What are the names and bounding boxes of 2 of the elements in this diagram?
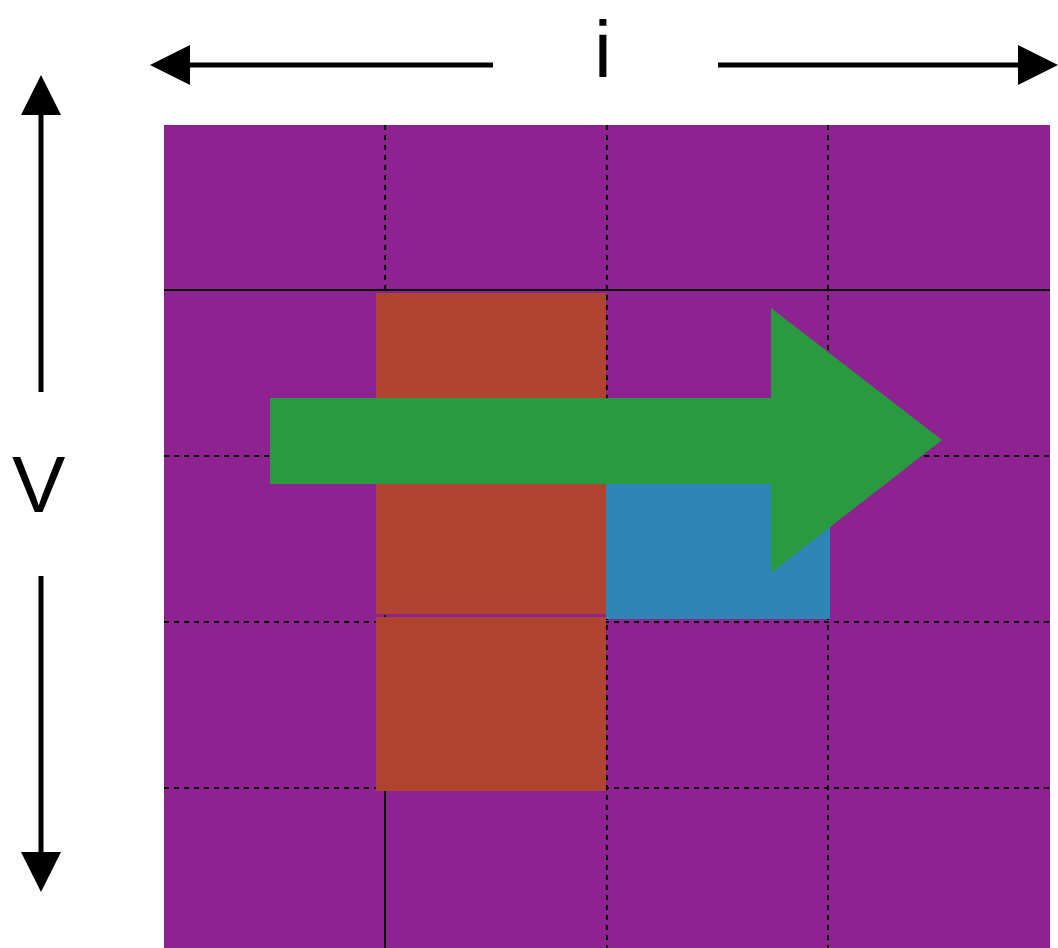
axis-label: i [594,10,612,90]
axis-label: V [12,445,66,525]
